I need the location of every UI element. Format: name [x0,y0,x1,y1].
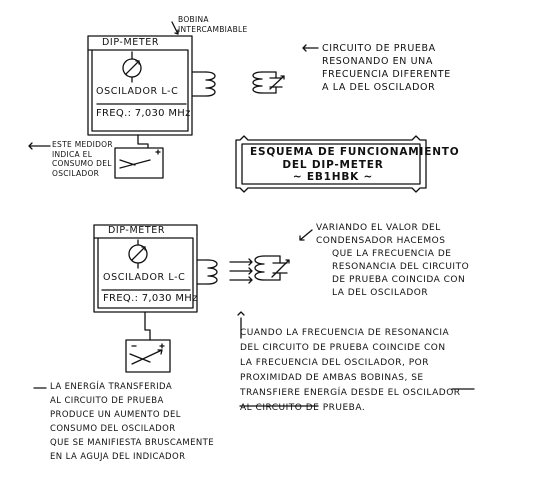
bottom-device-title: DIP-METER [108,225,166,236]
resonance-note-line: CUANDO LA FRECUENCIA DE RESONANCIA [240,328,450,338]
varying-note-line: CONDENSADOR HACEMOS [316,236,446,246]
bobina-label-line: BOBINA [178,15,209,24]
test-circuit-note: CIRCUITO DE PRUEBA RESONANDO EN UNA FREC… [322,42,451,94]
varying-note-arrow [299,229,313,241]
bottom-test-circuit-icon [254,255,290,281]
meter-note-line: INDICA EL [52,149,93,159]
resonance-note-line: LA FRECUENCIA DEL OSCILADOR, POR [240,358,429,368]
bottom-device-subtitle: OSCILADOR L-C [103,272,186,283]
resonance-note-line: AL CIRCUITO DE PRUEBA. [240,403,366,413]
underline-se-transfiere [239,388,475,407]
top-device-frequency: FREQ.: 7,030 MHz [96,108,191,119]
title-box-text: ESQUEMA DE FUNCIONAMIENTO DEL DIP-METER … [250,146,460,184]
energy-note-line: EN LA AGUJA DEL INDICADOR [50,452,186,462]
varying-note: VARIANDO EL VALOR DEL CONDENSADOR HACEMO… [316,222,469,300]
top-oscillator-symbol-icon [122,51,142,83]
top-interchangeable-coil-icon [191,71,216,97]
meter-note-line: OSCILADOR [52,168,100,178]
top-meter-icon [114,147,164,179]
energy-note-line: CONSUMO DEL OSCILADOR [50,424,176,434]
varying-note-line: DE PRUEBA COINCIDA CON [332,275,466,285]
bottom-oscillator-symbol-icon [128,239,148,269]
resonance-note-line: TRANSFIERE ENERGÍA DESDE EL OSCILADOR [240,388,461,398]
energy-note-line: QUE SE MANIFIESTA BRUSCAMENTE [50,438,215,448]
meter-note-line: ESTE MEDIDOR [52,140,113,149]
bobina-label-line: INTERCAMBIABLE [178,24,248,34]
top-device-subtitle: OSCILADOR L-C [96,86,179,97]
author-signature: ~ EB1HBK ~ [292,171,374,183]
test-circuit-note-line: FRECUENCIA DIFERENTE [322,69,451,80]
bottom-connection-wire [144,311,151,341]
resonance-note-arrow [237,311,245,339]
varying-note-line: LA DEL OSCILADOR [332,288,429,298]
varying-note-line: VARIANDO EL VALOR DEL [316,223,441,233]
resonance-note: CUANDO LA FRECUENCIA DE RESONANCIA DEL C… [240,326,461,416]
varying-note-line: RESONANCIA DEL CIRCUITO [332,262,470,272]
resonance-note-line: PROXIMIDAD DE AMBAS BOBINAS, SE [240,373,424,383]
top-dip-meter-box [87,35,193,136]
meter-note-line: CONSUMO DEL [52,159,112,168]
meter-note-arrow [28,142,51,150]
resonance-note-line: DEL CIRCUITO DE PRUEBA COINCIDE CON [240,343,446,353]
energy-transfer-arrows [229,258,253,284]
test-circuit-note-line: A LA DEL OSCILADOR [322,82,436,93]
diagram-title-line2: DEL DIP-METER [282,158,384,171]
test-circuit-note-line: RESONANDO EN UNA [322,56,433,67]
energy-note-line: LA ENERGÍA TRANSFERIDA [50,382,173,392]
bottom-device-frequency: FREQ.: 7,030 MHz [103,293,198,304]
varying-note-line: QUE LA FRECUENCIA DE [332,249,452,259]
top-connection-wire [137,134,149,149]
top-device-title: DIP-METER [102,37,160,48]
energy-note: LA ENERGÍA TRANSFERIDA AL CIRCUITO DE PR… [50,380,214,464]
title-box-frame [235,135,427,193]
diagram-title: ESQUEMA DE FUNCIONAMIENTO [250,146,460,158]
test-circuit-note-line: CIRCUITO DE PRUEBA [322,43,436,54]
meter-note: ESTE MEDIDOR INDICA EL CONSUMO DEL OSCIL… [52,140,113,178]
test-circuit-arrow [302,44,319,52]
energy-note-line: AL CIRCUITO DE PRUEBA [50,396,164,406]
top-test-circuit-icon [252,71,285,94]
bottom-meter-icon [125,339,171,373]
bobina-label: BOBINA INTERCAMBIABLE [178,15,248,34]
bottom-coil-icon [196,259,218,285]
bobina-pointer-arrow [171,21,179,35]
energy-note-line: PRODUCE UN AUMENTO DEL [50,410,181,420]
